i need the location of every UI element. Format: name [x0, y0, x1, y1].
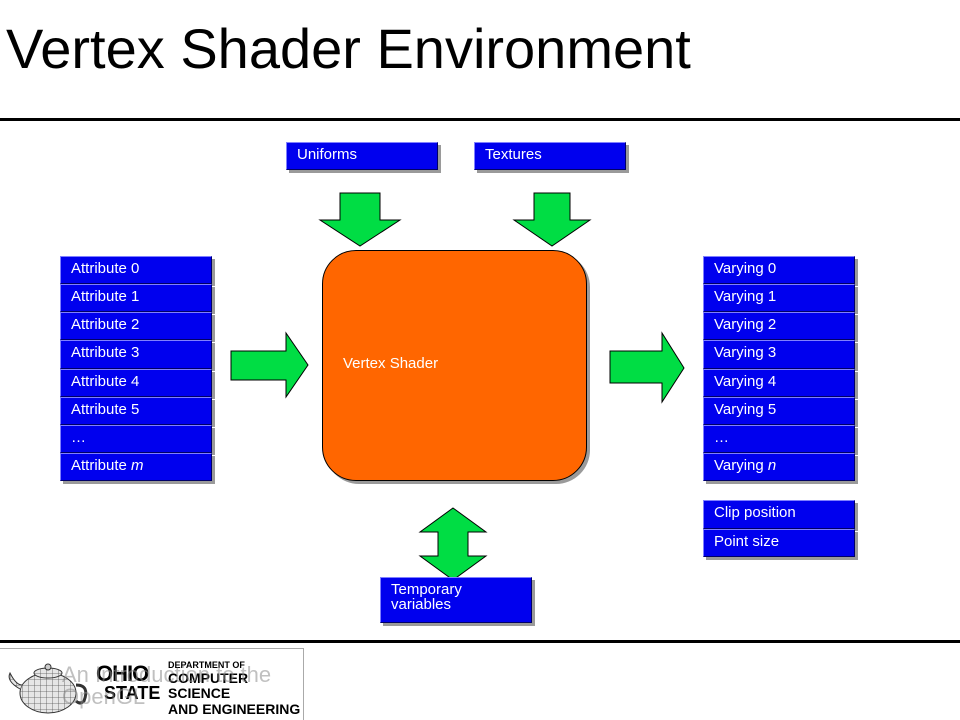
attribute-box: Attribute 1 — [60, 284, 212, 312]
varying-box: Varying 2 — [703, 312, 855, 340]
uniforms-box: Uniforms — [286, 142, 438, 170]
varying-box: Varying 5 — [703, 397, 855, 425]
varying-last-prefix: Varying — [714, 457, 768, 474]
attribute-box: Attribute 0 — [60, 256, 212, 284]
varying-box: Varying 3 — [703, 340, 855, 369]
special-output-list: Clip position Point size — [703, 500, 855, 557]
department-line1: DEPARTMENT OF — [168, 660, 245, 670]
osu-wordmark-bottom: STATE — [104, 683, 161, 703]
slide-title: Vertex Shader Environment — [6, 17, 691, 80]
vertex-shader-label: Vertex Shader — [343, 355, 439, 372]
varyings-right-arrow — [609, 331, 685, 404]
footer-watermark: An Introduction to the OpenGL — [62, 662, 272, 709]
footer-divider — [0, 640, 960, 643]
varying-box: Varying 0 — [703, 256, 855, 284]
footer-logo: OHIO STATE DEPARTMENT OF COMPUTER SCIENC… — [0, 648, 304, 720]
temporary-variables-box: Temporary variables — [380, 577, 532, 623]
attribute-list: Attribute 0 Attribute 1 Attribute 2 Attr… — [60, 256, 212, 481]
point-size-box: Point size — [703, 529, 855, 557]
varying-last-var: n — [767, 457, 777, 474]
varying-list: Varying 0 Varying 1 Varying 2 Varying 3 … — [703, 256, 855, 481]
varying-ellipsis-box: … — [703, 425, 855, 453]
attribute-box: Attribute 5 — [60, 397, 212, 425]
varying-box: Varying 4 — [703, 369, 855, 397]
temporary-bidirectional-arrow — [418, 507, 488, 581]
attribute-last-prefix: Attribute — [71, 457, 132, 474]
attribute-last-box: Attribute m — [60, 453, 212, 481]
vertex-shader-block: Vertex Shader — [322, 250, 587, 481]
attribute-ellipsis-box: … — [60, 425, 212, 453]
osu-wordmark-top: OHIO — [96, 661, 149, 686]
title-divider — [0, 118, 960, 121]
textures-box: Textures — [474, 142, 626, 170]
attributes-right-arrow — [230, 331, 309, 399]
uniforms-down-arrow — [318, 192, 402, 247]
attribute-box: Attribute 4 — [60, 369, 212, 397]
department-line2: COMPUTER SCIENCE — [168, 669, 249, 702]
department-name: DEPARTMENT OF COMPUTER SCIENCE AND ENGIN… — [168, 660, 303, 717]
varying-box: Varying 1 — [703, 284, 855, 312]
attribute-box: Attribute 3 — [60, 340, 212, 369]
textures-down-arrow — [512, 192, 592, 247]
clip-position-box: Clip position — [703, 500, 855, 529]
varying-last-box: Varying n — [703, 453, 855, 481]
attribute-last-var: m — [131, 457, 144, 474]
teapot-icon — [8, 663, 88, 714]
attribute-box: Attribute 2 — [60, 312, 212, 340]
department-line3: AND ENGINEERING — [168, 700, 301, 717]
